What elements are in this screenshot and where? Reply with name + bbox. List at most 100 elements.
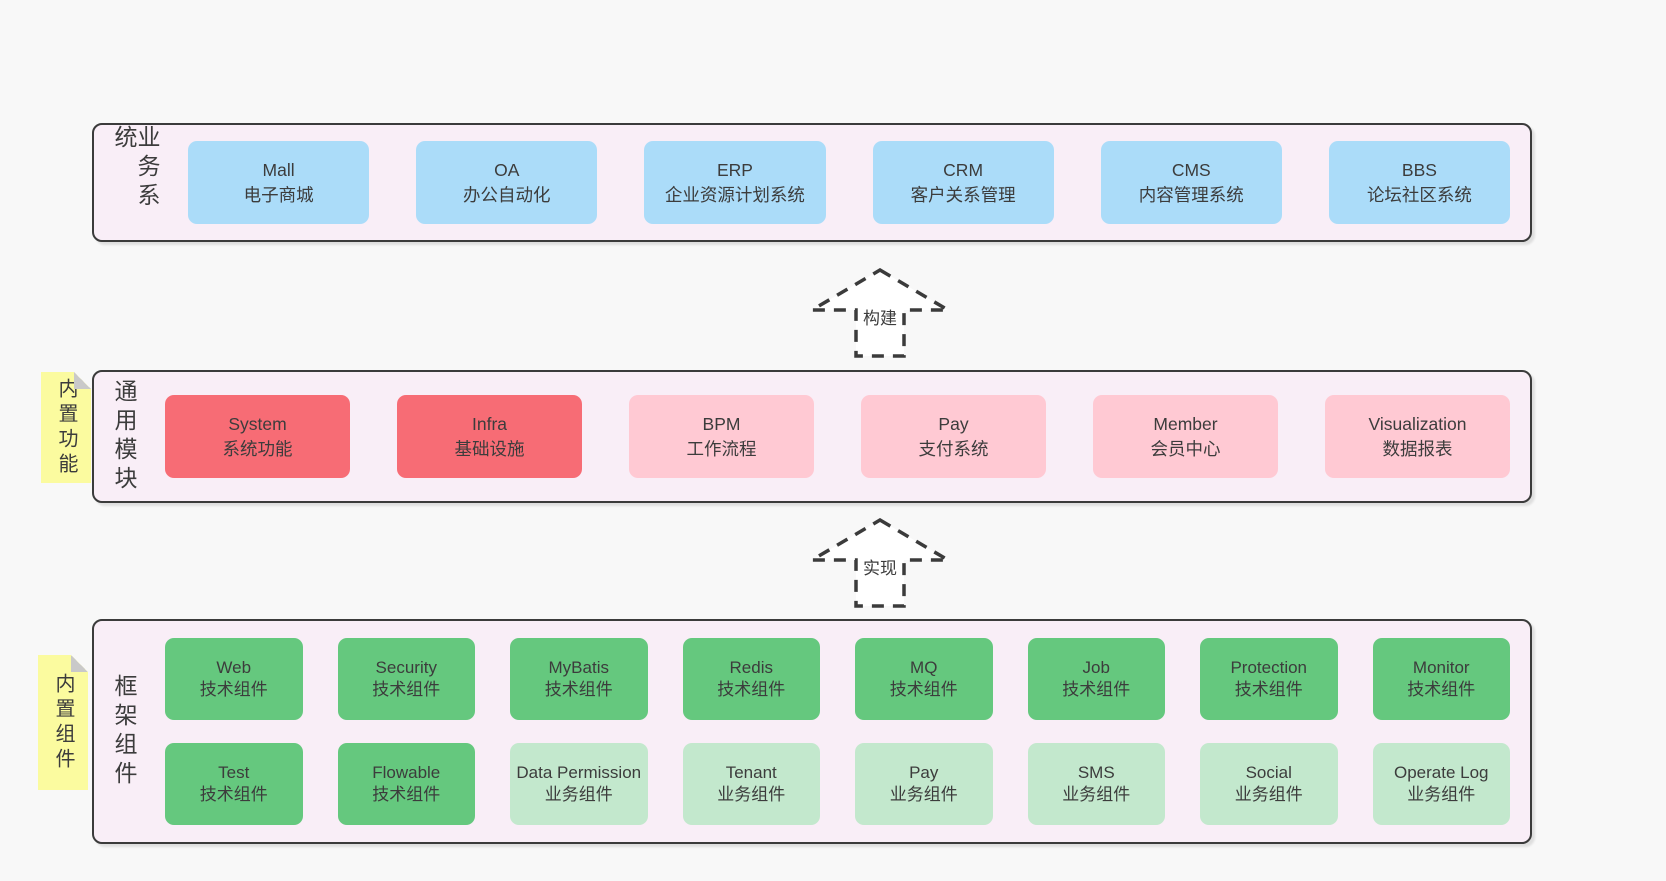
box-name: CRM — [943, 159, 984, 180]
box-name: Mall — [262, 159, 295, 180]
panel-framework-components: 框架组件 Web 技术组件 Security 技术组件 MyBatis 技术组件… — [92, 619, 1532, 844]
note-text: 内置功能 — [55, 377, 77, 478]
box-subtitle: 业务组件 — [1062, 785, 1131, 804]
box-pay-component: Pay 业务组件 — [855, 743, 993, 825]
box-oa: OA 办公自动化 — [416, 141, 598, 224]
box-subtitle: 业务组件 — [1234, 785, 1303, 804]
box-name: Infra — [471, 413, 508, 434]
box-protection: Protection 技术组件 — [1200, 638, 1338, 720]
box-subtitle: 客户关系管理 — [910, 184, 1016, 205]
box-bpm: BPM 工作流程 — [629, 395, 814, 478]
box-name: Social — [1245, 762, 1292, 782]
box-name: Pay — [909, 762, 939, 782]
panel-modules-label: 通用模块 — [111, 378, 137, 495]
box-name: Pay — [938, 413, 969, 434]
box-name: OA — [494, 159, 520, 180]
box-subtitle: 会员中心 — [1150, 438, 1221, 459]
box-erp: ERP 企业资源计划系统 — [644, 141, 826, 224]
box-name: BBS — [1401, 159, 1437, 180]
box-test: Test 技术组件 — [165, 743, 303, 825]
box-name: Redis — [729, 657, 773, 677]
box-infra: Infra 基础设施 — [397, 395, 582, 478]
box-job: Job 技术组件 — [1027, 638, 1165, 720]
box-subtitle: 技术组件 — [1234, 680, 1303, 699]
box-subtitle: 企业资源计划系统 — [664, 184, 805, 205]
box-subtitle: 技术组件 — [199, 680, 268, 699]
box-name: Operate Log — [1393, 762, 1489, 782]
box-subtitle: 数据报表 — [1382, 438, 1453, 459]
implement-arrow-label: 实现 — [860, 554, 900, 579]
box-subtitle: 电子商城 — [243, 184, 314, 205]
box-name: SMS — [1077, 762, 1115, 782]
box-subtitle: 技术组件 — [199, 785, 268, 804]
box-monitor: Monitor 技术组件 — [1372, 638, 1510, 720]
box-name: Tenant — [725, 762, 777, 782]
panel-business-label: 业务系统 — [111, 125, 160, 212]
box-name: Test — [218, 762, 250, 782]
box-name: BPM — [702, 413, 741, 434]
box-subtitle: 技术组件 — [717, 680, 786, 699]
box-name: Flowable — [372, 762, 441, 782]
panel-common-modules: 通用模块 System 系统功能 Infra 基础设施 BPM 工作流程 Pay… — [92, 370, 1532, 503]
box-sms: SMS 业务组件 — [1027, 743, 1165, 825]
build-arrow-label: 构建 — [860, 304, 900, 329]
panel-components-label: 框架组件 — [111, 673, 137, 790]
box-member: Member 会员中心 — [1093, 395, 1278, 478]
box-cms: CMS 内容管理系统 — [1100, 141, 1282, 224]
box-name: Security — [375, 657, 437, 677]
sticky-note-builtin-features: 内置功能 — [41, 372, 91, 483]
implement-arrow-up-icon: 实现 — [810, 518, 950, 608]
box-name: Job — [1082, 657, 1110, 677]
box-visualization: Visualization 数据报表 — [1325, 395, 1510, 478]
box-system: System 系统功能 — [165, 395, 350, 478]
box-name: Monitor — [1412, 657, 1470, 677]
box-subtitle: 技术组件 — [372, 680, 441, 699]
note-text: 内置组件 — [52, 672, 74, 773]
box-subtitle: 业务组件 — [1407, 785, 1476, 804]
box-subtitle: 业务组件 — [889, 785, 958, 804]
box-subtitle: 系统功能 — [222, 438, 293, 459]
box-mybatis: MyBatis 技术组件 — [510, 638, 648, 720]
box-subtitle: 业务组件 — [544, 785, 613, 804]
box-redis: Redis 技术组件 — [682, 638, 820, 720]
box-name: Visualization — [1368, 413, 1467, 434]
box-name: MyBatis — [548, 657, 609, 677]
box-mall: Mall 电子商城 — [188, 141, 370, 224]
box-name: MQ — [910, 657, 938, 677]
note-fold-corner-icon — [74, 372, 91, 389]
box-crm: CRM 客户关系管理 — [872, 141, 1054, 224]
box-name: Data Permission — [516, 762, 642, 782]
box-name: Member — [1153, 413, 1218, 434]
box-subtitle: 基础设施 — [454, 438, 525, 459]
sticky-note-builtin-components: 内置组件 — [38, 655, 88, 790]
box-bbs: BBS 论坛社区系统 — [1328, 141, 1511, 224]
box-social: Social 业务组件 — [1200, 743, 1338, 825]
box-subtitle: 论坛社区系统 — [1366, 184, 1472, 205]
box-name: ERP — [716, 159, 753, 180]
box-name: Web — [216, 657, 252, 677]
box-flowable: Flowable 技术组件 — [337, 743, 475, 825]
panel-business-systems: 业务系统 Mall 电子商城 OA 办公自动化 ERP 企业资源计划系统 CRM… — [92, 123, 1532, 242]
box-tenant: Tenant 业务组件 — [682, 743, 820, 825]
box-subtitle: 技术组件 — [889, 680, 958, 699]
box-web: Web 技术组件 — [165, 638, 303, 720]
build-arrow-up-icon: 构建 — [810, 268, 950, 358]
box-subtitle: 办公自动化 — [463, 184, 551, 205]
box-subtitle: 技术组件 — [544, 680, 613, 699]
box-subtitle: 工作流程 — [686, 438, 757, 459]
box-subtitle: 技术组件 — [372, 785, 441, 804]
box-operate-log: Operate Log 业务组件 — [1372, 743, 1510, 825]
box-name: System — [228, 413, 287, 434]
box-data-permission: Data Permission 业务组件 — [510, 743, 648, 825]
note-fold-corner-icon — [71, 655, 88, 672]
box-subtitle: 技术组件 — [1062, 680, 1131, 699]
box-subtitle: 技术组件 — [1407, 680, 1476, 699]
box-mq: MQ 技术组件 — [855, 638, 993, 720]
box-security: Security 技术组件 — [337, 638, 475, 720]
box-name: CMS — [1171, 159, 1211, 180]
box-subtitle: 内容管理系统 — [1138, 184, 1244, 205]
box-pay-system: Pay 支付系统 — [861, 395, 1046, 478]
box-name: Protection — [1230, 657, 1308, 677]
box-subtitle: 业务组件 — [717, 785, 786, 804]
